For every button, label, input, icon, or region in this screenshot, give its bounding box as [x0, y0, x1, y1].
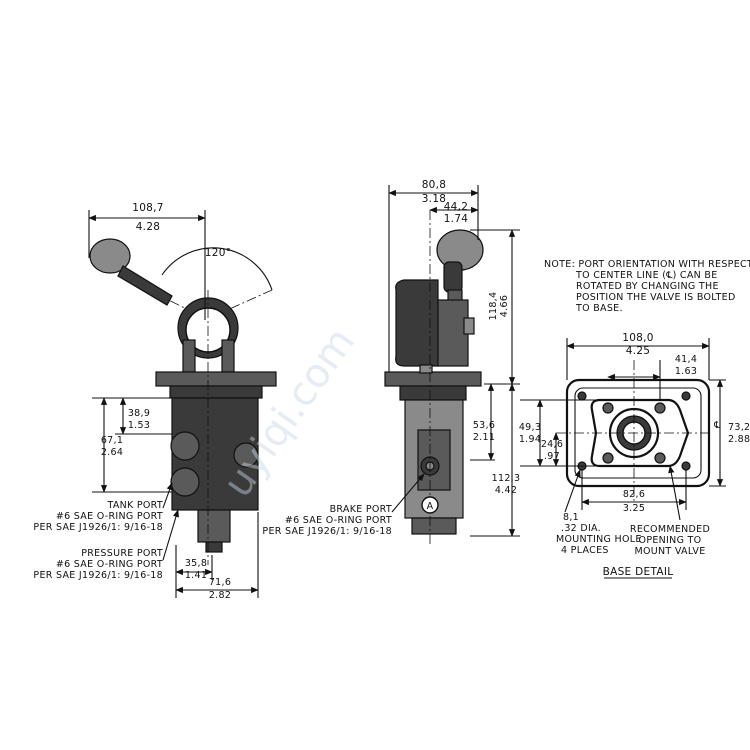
port-letter: A	[427, 501, 434, 512]
dim-41-4: 41,4	[675, 354, 697, 365]
dim-44-2: 44,2	[444, 201, 469, 213]
dim-3-25: 3.25	[623, 503, 645, 514]
hole-dia-mm: 8,1	[563, 512, 579, 523]
side-view: A 80,8 3.18 44,2 1.74 118,4 4.66 53,6 2.…	[262, 179, 520, 545]
pressure-port-label: PRESSURE PORT	[81, 548, 163, 559]
dim-108-7: 108,7	[132, 202, 164, 214]
base-detail: 108,0 4.25 41,4 1.63 49,3 1.94 24,6 .97 …	[519, 332, 750, 579]
dim-4-25: 4.25	[626, 345, 651, 357]
hole-label: MOUNTING HOLE	[556, 534, 642, 545]
dim-71-6: 71,6	[209, 577, 231, 588]
dim-1-53: 1.53	[128, 420, 150, 431]
dim-4-66: 4.66	[499, 295, 510, 317]
dim-4-42: 4.42	[495, 485, 517, 496]
dim-1-41: 1.41	[185, 570, 207, 581]
dim-1-74: 1.74	[444, 213, 469, 225]
dim-38-9: 38,9	[128, 408, 150, 419]
dim-cl-label: ℄	[713, 420, 721, 431]
dim-73-2: 73,2	[728, 422, 750, 433]
dim-112-3: 112,3	[492, 473, 521, 484]
opening-line-1: RECOMMENDED	[630, 524, 710, 535]
dim-67-1: 67,1	[101, 435, 123, 446]
dim-1-94: 1.94	[519, 434, 541, 445]
note-line-5: TO BASE.	[575, 303, 623, 314]
dim-35-8: 35,8	[185, 558, 207, 569]
dim-3-18: 3.18	[422, 193, 447, 205]
dim-97: .97	[544, 451, 560, 462]
dim-118-4: 118,4	[488, 292, 499, 321]
dim-1-63: 1.63	[675, 366, 697, 377]
tank-port-spec: #6 SAE O-RING PORT	[56, 511, 163, 522]
handle-knob	[89, 238, 131, 274]
dim-24-6: 24,6	[541, 439, 563, 450]
note-line-3: ROTATED BY CHANGING THE	[576, 281, 719, 292]
brake-port-thread: PER SAE J1926/1: 9/16-18	[262, 526, 392, 537]
dim-108-0: 108,0	[622, 332, 654, 344]
brake-port-label: BRAKE PORT	[330, 504, 392, 515]
dim-2-88: 2.88	[728, 434, 750, 445]
note-block: NOTE: PORT ORIENTATION WITH RESPECT TO C…	[544, 259, 750, 314]
angle-label: 120°	[205, 247, 232, 259]
tank-port-thread: PER SAE J1926/1: 9/16-18	[33, 522, 163, 533]
pressure-port-thread: PER SAE J1926/1: 9/16-18	[33, 570, 163, 581]
front-view: 108,7 4.28 120° 38,9 1.53 67,1 2.64 35,8…	[33, 202, 277, 601]
note-line-2: TO CENTER LINE (℄) CAN BE	[575, 270, 718, 281]
tank-port-label: TANK PORT	[106, 500, 163, 511]
opening-line-2: OPENING TO	[639, 535, 702, 546]
brake-port-spec: #6 SAE O-RING PORT	[285, 515, 392, 526]
dim-2-64: 2.64	[101, 447, 123, 458]
hole-count: 4 PLACES	[561, 545, 609, 556]
pressure-port-spec: #6 SAE O-RING PORT	[56, 559, 163, 570]
dim-49-3: 49,3	[519, 422, 541, 433]
dim-2-11: 2.11	[473, 432, 495, 443]
hole-dia-in: .32 DIA.	[561, 523, 601, 534]
dim-82-6: 82,6	[623, 489, 645, 500]
dim-4-28: 4.28	[136, 221, 161, 233]
dim-53-6: 53,6	[473, 420, 495, 431]
base-detail-title: BASE DETAIL	[603, 566, 674, 578]
note-line-1: NOTE: PORT ORIENTATION WITH RESPECT	[544, 259, 750, 270]
opening-line-3: MOUNT VALVE	[635, 546, 706, 557]
note-line-4: POSITION THE VALVE IS BOLTED	[576, 292, 736, 303]
dim-80-8: 80,8	[422, 179, 447, 191]
handle-rod	[117, 265, 173, 306]
dim-2-82: 2.82	[209, 590, 231, 601]
